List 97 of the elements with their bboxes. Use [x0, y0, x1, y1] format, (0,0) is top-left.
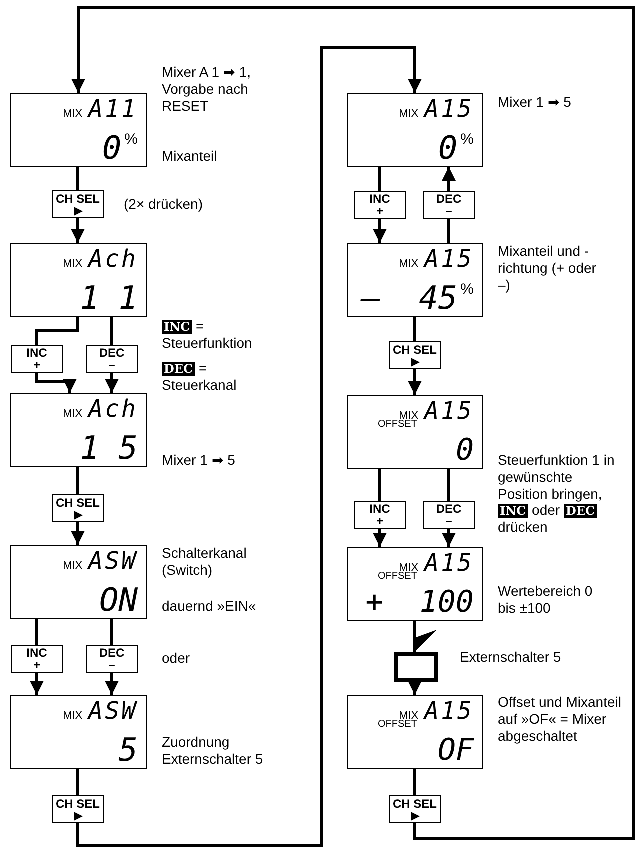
arrow — [76, 46, 422, 848]
lcd-display — [347, 93, 483, 167]
lcd-display — [347, 547, 483, 621]
mode-label: MIX — [399, 259, 419, 270]
dec-button: DEC – — [423, 501, 475, 529]
annotation-text: dauernd »EIN« — [162, 598, 258, 615]
annotation-text: Offset und Mixanteil auf »OF« = Mixer abgeschaltet — [498, 694, 622, 744]
arrow — [408, 681, 422, 695]
annotation-text: INC = Steuerfunktion — [162, 318, 254, 352]
annotation-text: Zuordnung Externschalter 5 — [162, 734, 264, 768]
display-value: 0$^{%}$ — [437, 132, 474, 164]
mode-label: MIX — [63, 259, 83, 270]
mode-label: MIX — [63, 409, 83, 420]
display-code: A15 — [424, 97, 474, 121]
display-value: ON — [98, 584, 138, 616]
mode-label: MIX — [63, 561, 83, 572]
annotation-text: Wertebereich 0 bis ±100 — [498, 583, 594, 617]
connector-line — [414, 317, 416, 341]
display-code: ASW — [88, 549, 138, 573]
display-value: 1 1 — [79, 282, 138, 314]
annotation-text: Mixer A 1 ➡ 1, Vorgabe nach RESET — [162, 64, 252, 114]
connector-line — [110, 317, 114, 345]
arrow — [105, 373, 119, 393]
mode-label: MIX — [63, 711, 83, 722]
display-code: Ach — [88, 247, 138, 271]
ch-sel-button: CH SEL — [52, 190, 104, 218]
display-code: A15 — [424, 399, 474, 423]
display-code: A15 — [424, 699, 474, 723]
display-value: 0$^{%}$ — [101, 132, 138, 164]
arrow — [373, 219, 387, 243]
lcd-display — [347, 395, 483, 469]
ch-sel-button: CH SEL — [389, 795, 441, 823]
connector-line — [36, 317, 80, 345]
arrow — [408, 369, 422, 395]
display-value: 0 — [454, 436, 474, 466]
connector-line — [110, 619, 114, 645]
annotation-text: Mixer 1 ➡ 5 — [498, 94, 572, 111]
lcd-display — [347, 695, 483, 769]
display-value: OF — [436, 736, 474, 766]
annotation-text: DEC = Steuerkanal — [162, 360, 238, 394]
dec-button: DEC – — [86, 645, 138, 673]
arrow — [71, 218, 85, 243]
annotation-text: Externschalter 5 — [460, 649, 562, 666]
annotation-text: Mixanteil und -richtung (+ oder –) — [498, 243, 598, 294]
mode-label: MIX — [399, 109, 419, 120]
connector-line — [414, 621, 416, 630]
offset-label: OFFSET — [378, 572, 418, 582]
arrow — [30, 673, 44, 695]
arrow — [72, 6, 636, 840]
mode-label: MIX — [63, 109, 83, 120]
lcd-display — [10, 545, 147, 619]
lcd-display — [10, 243, 147, 317]
connector-line — [414, 769, 416, 795]
ch-sel-button: CH SEL — [389, 341, 441, 369]
connector-line — [36, 619, 38, 645]
arrow — [105, 673, 119, 695]
inc-button: INC + — [11, 645, 63, 673]
inc-button: INC + — [354, 191, 406, 219]
annotation-text: (2× drücken) — [124, 196, 204, 213]
arrow — [71, 522, 85, 545]
display-value: – 45$^{%}$ — [360, 282, 474, 314]
lcd-display — [10, 393, 147, 467]
display-code: A15 — [424, 551, 474, 575]
display-code: Ach — [88, 397, 138, 421]
annotation-text: Mixanteil — [162, 148, 218, 165]
annotation-text: Steuerfunktion 1 in gewünschte Position bringen, INC oder DEC drücken — [498, 452, 616, 536]
connector-line — [76, 167, 80, 190]
lcd-display — [347, 243, 483, 317]
display-code: A11 — [88, 97, 138, 121]
offset-label: OFFSET — [378, 720, 418, 730]
dec-button: DEC – — [423, 191, 475, 219]
connector-line — [448, 469, 450, 501]
lcd-display — [10, 695, 147, 769]
arrow — [36, 373, 77, 393]
display-value: 5 — [118, 734, 138, 766]
inc-button: INC + — [354, 501, 406, 529]
inc-button: INC + — [11, 345, 63, 373]
annotation-text: Mixer 1 ➡ 5 — [162, 452, 236, 469]
display-code: A15 — [424, 247, 474, 271]
connector-line — [76, 769, 80, 795]
annotation-text: Schalterkanal (Switch) — [162, 545, 248, 579]
arrow — [373, 529, 387, 547]
connector-line — [76, 467, 80, 494]
dec-button: DEC – — [86, 345, 138, 373]
ch-sel-button: CH SEL — [52, 494, 104, 522]
lcd-display — [10, 93, 147, 167]
ch-sel-button: CH SEL — [52, 795, 104, 823]
arrow — [442, 167, 456, 191]
annotation-text: oder — [162, 650, 192, 667]
offset-label: OFFSET — [378, 420, 418, 430]
arrow — [442, 529, 456, 547]
display-value: + 100 — [364, 588, 474, 618]
connector-line — [448, 219, 450, 243]
display-value: 1 5 — [79, 432, 138, 464]
connector-line — [378, 469, 382, 501]
connector-line — [378, 167, 382, 191]
display-code: ASW — [88, 699, 138, 723]
